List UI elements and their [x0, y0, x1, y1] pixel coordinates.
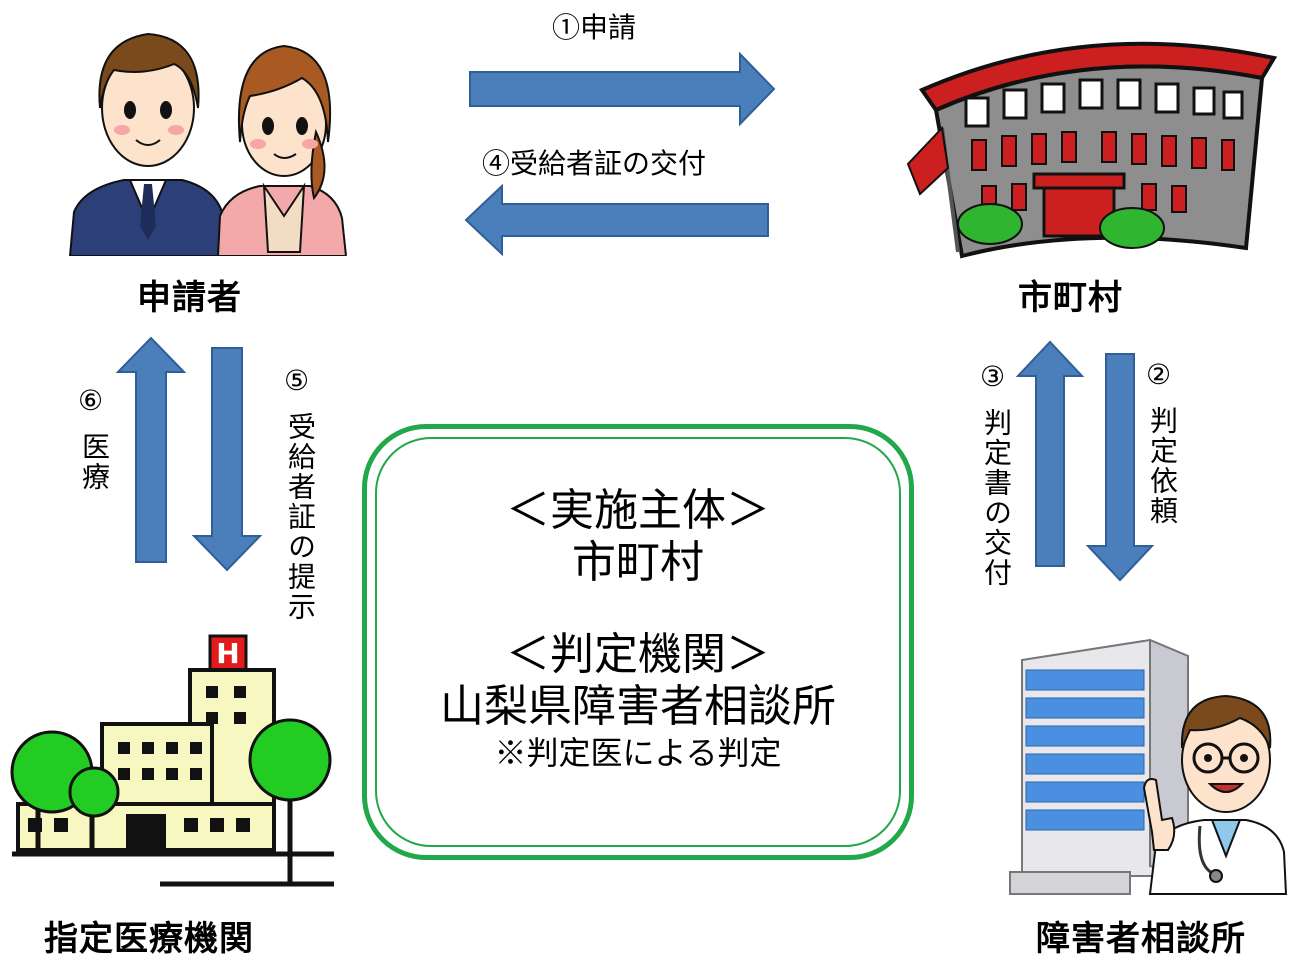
implementing-body-box: ＜実施主体＞ 市町村 ＜判定機関＞ 山梨県障害者相談所 ※判定医による判定 [362, 424, 914, 860]
arrow-request-down [1085, 353, 1155, 582]
node-medical-label: 指定医療機関 [44, 919, 254, 959]
node-municipality-label: 市町村 [1018, 278, 1123, 318]
arrow-present-down [191, 347, 263, 572]
edge-present-number: ⑤ [280, 364, 313, 399]
edge-report-label: 判定書の交付 [980, 408, 1013, 588]
office-building-with-doctor-icon [1009, 638, 1288, 895]
edge-apply-label: ①申請 [552, 11, 637, 44]
city-hall-building-icon [906, 41, 1278, 259]
arrow-issue-left [464, 183, 769, 257]
arrow-apply-right [469, 51, 776, 127]
svg-text:H: H [216, 637, 239, 670]
edge-medical-label: 医療 [78, 432, 111, 492]
edge-issue-label: ④受給者証の交付 [482, 147, 707, 180]
node-applicant-label: 申請者 [137, 278, 242, 318]
judging-body-heading: ＜判定機関＞ [506, 628, 770, 680]
edge-present-label: 受給者証の提示 [284, 412, 317, 622]
arrow-report-up [1015, 340, 1085, 567]
box-text: ＜実施主体＞ 市町村 ＜判定機関＞ 山梨県障害者相談所 ※判定医による判定 [367, 485, 909, 772]
edge-request-label: 判定依頼 [1146, 406, 1179, 526]
edge-request-number: ② [1142, 358, 1175, 393]
edge-medical-number: ⑥ [74, 384, 107, 419]
arrow-medical-up [115, 336, 187, 563]
box-inner-border [375, 437, 901, 847]
edge-report-number: ③ [976, 360, 1009, 395]
implementing-body-name: 市町村 [572, 536, 704, 588]
judging-body-name: 山梨県障害者相談所 [440, 680, 836, 732]
hospital-building-icon: H [10, 634, 334, 887]
node-consult-label: 障害者相談所 [1036, 919, 1246, 959]
implementing-body-heading: ＜実施主体＞ [506, 485, 770, 536]
judging-note: ※判定医による判定 [494, 733, 782, 772]
couple-people-icon [68, 32, 348, 256]
